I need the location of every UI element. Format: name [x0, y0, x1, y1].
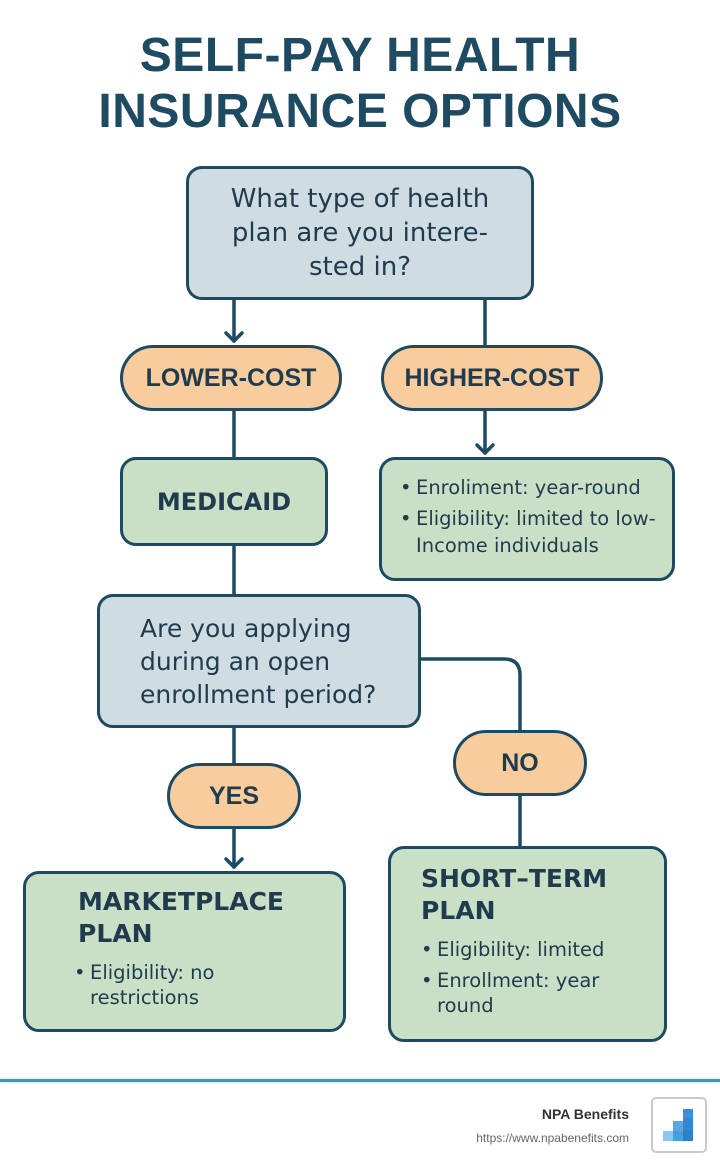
question-line: during an open: [140, 646, 331, 676]
title-line: SHORT–TERM: [421, 864, 608, 893]
arrowhead-lower: [224, 331, 244, 343]
medicaid-box: MEDICAID: [120, 457, 328, 546]
higher-cost-option: HIGHER-COST: [381, 345, 603, 411]
question-line: enrollment period?: [140, 679, 377, 709]
no-option: NO: [453, 730, 587, 796]
short-term-bullets: Eligibility: limited Enrollment: year ro…: [421, 937, 648, 1018]
arrowhead-higher-details: [475, 443, 495, 455]
question-open-enrollment: Are you applying during an open enrollme…: [97, 594, 421, 728]
title-line: MARKETPLACE: [78, 887, 285, 916]
title-line: PLAN: [78, 919, 153, 948]
bullet-item: Enrollment: year round: [421, 968, 648, 1018]
higher-cost-bullets: Enroliment: year-round Eligibility: limi…: [400, 474, 658, 559]
title-line: PLAN: [421, 896, 496, 925]
arrowhead-market: [224, 857, 244, 869]
question-line: What type of health: [230, 184, 490, 214]
marketplace-plan-box: MARKETPLACE PLAN Eligibility: no restric…: [23, 871, 346, 1032]
question-line: Are you applying: [140, 613, 352, 643]
title-line-2: INSURANCE OPTIONS: [98, 85, 622, 138]
yes-option: YES: [167, 763, 301, 829]
connector-q2-no: [419, 657, 522, 732]
title-line-1: SELF-PAY HEALTH: [139, 29, 581, 82]
question-plan-type: What type of health plan are you intere-…: [186, 166, 534, 300]
marketplace-bullets: Eligibility: no restrictions: [74, 960, 327, 1010]
footer-divider: [0, 1079, 720, 1082]
bar-chart-logo-icon: [651, 1097, 707, 1153]
brand-name: NPA Benefits: [541, 1106, 629, 1122]
bullet-item: Eligibility: no restrictions: [74, 960, 327, 1010]
question-line: sted in?: [308, 252, 411, 282]
marketplace-plan-title: MARKETPLACE PLAN: [78, 886, 327, 950]
lower-cost-option: LOWER-COST: [120, 345, 342, 411]
bullet-item: Enroliment: year-round: [400, 474, 658, 501]
short-term-plan-title: SHORT–TERM PLAN: [421, 863, 648, 927]
page-title: SELF-PAY HEALTH INSURANCE OPTIONS: [0, 28, 720, 140]
question-line: plan are you intere-: [231, 218, 489, 248]
brand-url[interactable]: https://www.npabenefits.com: [476, 1131, 629, 1145]
bullet-item: Eligibility: limited: [421, 937, 648, 962]
higher-cost-details-box: Enroliment: year-round Eligibility: limi…: [379, 457, 675, 581]
short-term-plan-box: SHORT–TERM PLAN Eligibility: limited Enr…: [388, 846, 667, 1042]
bullet-item: Eligibility: limited to low-Income indiv…: [400, 505, 658, 559]
